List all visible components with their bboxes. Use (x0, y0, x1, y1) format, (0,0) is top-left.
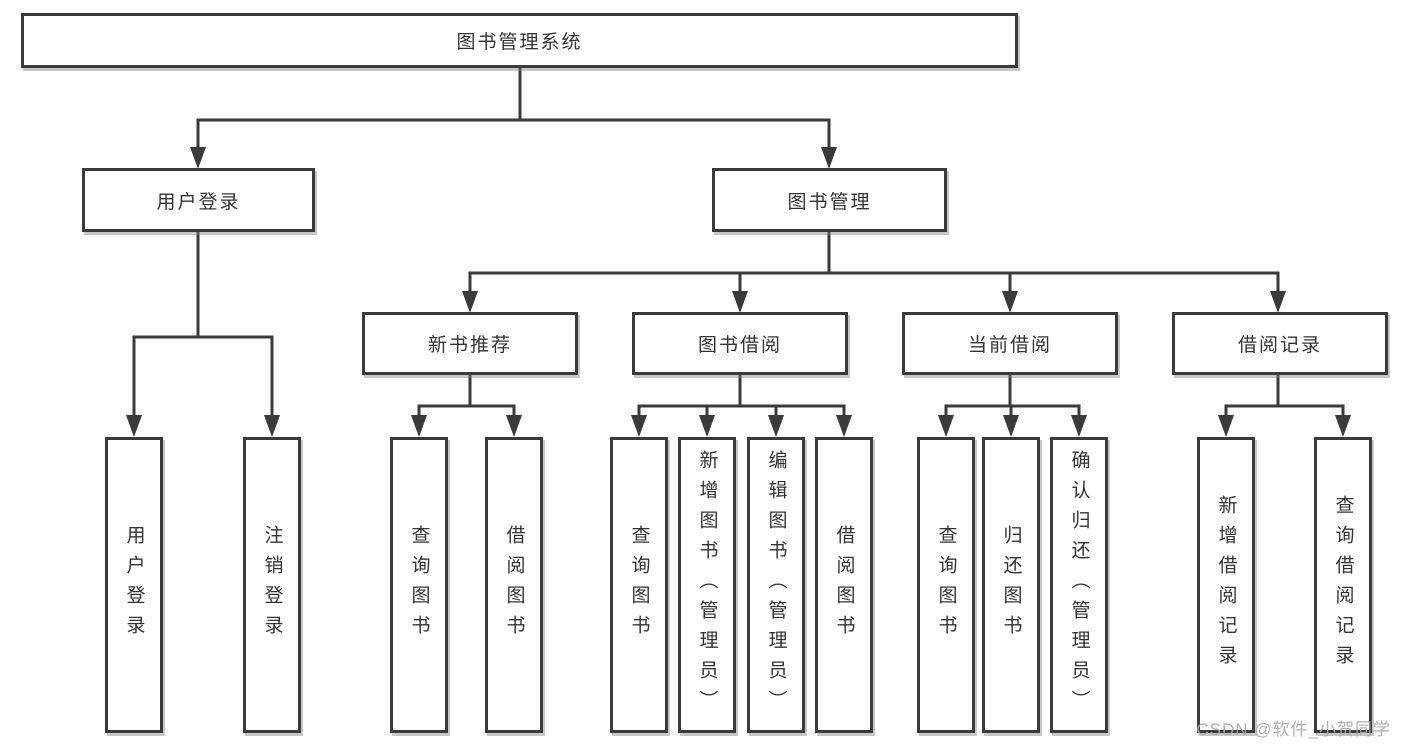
csdn-watermark: CSDN @软件_小贺同学 (1196, 720, 1391, 739)
leaf-user-login: 用户登录 (105, 437, 163, 733)
leaf-return-books: 归还图书 (982, 437, 1040, 733)
node-library-management-system: 图书管理系统 (21, 13, 1018, 68)
node-label: 用户登录 (156, 191, 241, 213)
leaf-query-books-recommend: 查询图书 (390, 437, 448, 733)
node-label: 用户登录 (123, 525, 145, 645)
node-label: 新增图书（管理员） (696, 450, 718, 720)
node-label: 查询图书 (935, 525, 957, 645)
node-label: 借阅记录 (1237, 335, 1322, 356)
node-borrowing-records: 借阅记录 (1172, 312, 1388, 375)
node-label: 图书管理系统 (456, 32, 583, 53)
node-book-borrowing: 图书借阅 (632, 312, 848, 375)
node-label: 当前借阅 (967, 335, 1052, 356)
leaf-confirm-return-admin: 确认归还（管理员） (1050, 437, 1108, 733)
node-new-book-recommend: 新书推荐 (362, 312, 578, 375)
node-label: 确认归还（管理员） (1068, 450, 1090, 720)
leaf-add-borrow-record: 新增借阅记录 (1197, 437, 1255, 733)
leaf-borrow-books-recommend: 借阅图书 (485, 437, 543, 733)
leaf-borrow-books: 借阅图书 (815, 437, 873, 733)
node-label: 图书借阅 (697, 335, 782, 356)
node-book-management: 图书管理 (712, 168, 947, 232)
node-label: 归还图书 (1000, 525, 1022, 645)
node-label: 图书管理 (787, 191, 872, 213)
node-label: 借阅图书 (833, 525, 855, 645)
leaf-query-books-borrow: 查询图书 (610, 437, 668, 733)
node-label: 新增借阅记录 (1215, 495, 1237, 675)
leaf-query-books-current: 查询图书 (917, 437, 975, 733)
leaf-edit-books-admin: 编辑图书（管理员） (747, 437, 805, 733)
node-label: 查询图书 (628, 525, 650, 645)
node-label: 注销登录 (261, 525, 283, 645)
node-label: 借阅图书 (503, 525, 525, 645)
node-label: 编辑图书（管理员） (765, 450, 787, 720)
leaf-logout: 注销登录 (243, 437, 301, 733)
node-label: 查询借阅记录 (1332, 495, 1354, 675)
leaf-add-books-admin: 新增图书（管理员） (678, 437, 736, 733)
leaf-query-borrow-record: 查询借阅记录 (1314, 437, 1372, 733)
node-current-borrowing: 当前借阅 (902, 312, 1118, 375)
node-label: 查询图书 (408, 525, 430, 645)
node-label: 新书推荐 (427, 335, 512, 356)
node-user-login: 用户登录 (82, 168, 315, 232)
